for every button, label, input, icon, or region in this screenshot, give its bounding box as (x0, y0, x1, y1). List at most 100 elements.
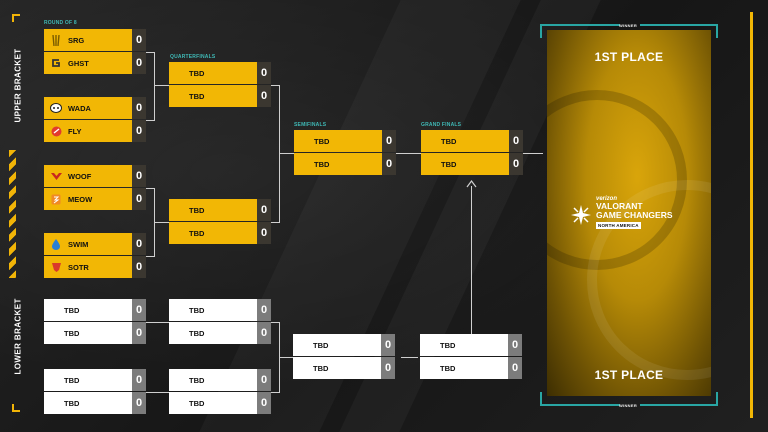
corner-bracket (12, 14, 20, 22)
sponsor-brand: verizon (596, 196, 618, 202)
team-score: 0 (132, 165, 146, 187)
quarterfinals-label: QUARTERFINALS (170, 54, 216, 60)
team-name: WOOF (68, 171, 92, 181)
arrow-up-icon (466, 180, 477, 188)
team-name: TBD (420, 357, 508, 379)
quarterfinal-slot[interactable]: TBD 0 (169, 222, 271, 244)
lower-round2-slot[interactable]: TBD 0 (169, 369, 271, 391)
team-name: TBD (421, 153, 509, 175)
team-score: 0 (132, 392, 146, 414)
teal-bracket (716, 392, 718, 406)
team-name: TBD (169, 299, 257, 321)
team-score: 0 (132, 97, 146, 119)
round-of-8-label: ROUND OF 8 (44, 20, 77, 26)
lower-bracket-label: LOWER BRACKET (13, 298, 23, 375)
winner-tag-top: WINNER (619, 23, 638, 28)
semifinal-slot[interactable]: TBD 0 (294, 130, 396, 152)
swim-logo-icon (50, 238, 62, 250)
team-name: WADA (68, 103, 91, 113)
team-score: 0 (132, 120, 146, 142)
team-score: 0 (132, 256, 146, 278)
event-region: NORTH AMERICA (596, 222, 641, 229)
lower-round1-slot[interactable]: TBD 0 (44, 322, 146, 344)
team-score: 0 (257, 62, 271, 84)
lower-final-slot[interactable]: TBD 0 (420, 334, 522, 356)
event-title-line1: VALORANT (596, 201, 643, 211)
corner-bracket (12, 404, 20, 412)
team-score: 0 (132, 369, 146, 391)
team-name: TBD (169, 392, 257, 414)
lower-round1-slot[interactable]: TBD 0 (44, 369, 146, 391)
team-name: MEOW (68, 194, 93, 204)
grand-final-slot[interactable]: TBD 0 (421, 130, 523, 152)
team-name: GHST (68, 58, 89, 68)
lower-round2-slot[interactable]: TBD 0 (169, 299, 271, 321)
semifinal-slot[interactable]: TBD 0 (294, 153, 396, 175)
wada-logo-icon (50, 102, 62, 114)
team-slot-ghst[interactable]: GHST 0 (44, 52, 146, 74)
grand-final-slot[interactable]: TBD 0 (421, 153, 523, 175)
team-name: TBD (294, 153, 382, 175)
quarterfinal-slot[interactable]: TBD 0 (169, 85, 271, 107)
team-score: 0 (257, 222, 271, 244)
team-name: TBD (169, 322, 257, 344)
quarterfinal-slot[interactable]: TBD 0 (169, 199, 271, 221)
vct-logo-icon (571, 205, 591, 225)
team-score: 0 (132, 188, 146, 210)
team-score: 0 (257, 85, 271, 107)
quarterfinal-slot[interactable]: TBD 0 (169, 62, 271, 84)
lower-round2-slot[interactable]: TBD 0 (169, 322, 271, 344)
winner-panel: 1ST PLACE 1ST PLACE (547, 30, 711, 396)
team-name: TBD (169, 199, 257, 221)
srg-logo-icon (50, 34, 62, 46)
team-slot-wada[interactable]: WADA 0 (44, 97, 146, 119)
teal-bracket (540, 404, 620, 406)
event-title-line2: GAME CHANGERS (596, 210, 673, 220)
team-slot-woof[interactable]: WOOF 0 (44, 165, 146, 187)
lower-final-slot[interactable]: TBD 0 (420, 357, 522, 379)
teal-bracket (540, 392, 542, 406)
team-score: 0 (132, 52, 146, 74)
team-score: 0 (257, 322, 271, 344)
sotr-logo-icon (50, 261, 62, 273)
team-name: TBD (293, 334, 381, 356)
team-name: SWIM (68, 239, 89, 249)
lower-round1-slot[interactable]: TBD 0 (44, 299, 146, 321)
team-name: TBD (420, 334, 508, 356)
team-score: 0 (132, 233, 146, 255)
lower-round2-slot[interactable]: TBD 0 (169, 392, 271, 414)
team-score: 0 (381, 357, 395, 379)
teal-bracket (540, 24, 620, 26)
hazard-stripe (9, 150, 16, 278)
lower-round3-slot[interactable]: TBD 0 (293, 334, 395, 356)
team-name: TBD (44, 322, 132, 344)
woof-logo-icon (50, 170, 62, 182)
team-score: 0 (132, 29, 146, 51)
team-name: TBD (294, 130, 382, 152)
team-name: TBD (169, 369, 257, 391)
team-score: 0 (508, 357, 522, 379)
ghst-logo-icon (50, 57, 62, 69)
grand-finals-label: GRAND FINALS (421, 122, 462, 128)
team-score: 0 (257, 299, 271, 321)
team-slot-srg[interactable]: SRG 0 (44, 29, 146, 51)
team-score: 0 (381, 334, 395, 356)
team-name: TBD (293, 357, 381, 379)
team-score: 0 (382, 153, 396, 175)
lower-round3-slot[interactable]: TBD 0 (293, 357, 395, 379)
semifinals-label: SEMIFINALS (294, 122, 327, 128)
team-slot-sotr[interactable]: SOTR 0 (44, 256, 146, 278)
team-slot-fly[interactable]: FLY 0 (44, 120, 146, 142)
team-name: TBD (421, 130, 509, 152)
lower-round1-slot[interactable]: TBD 0 (44, 392, 146, 414)
team-name: FLY (68, 126, 82, 136)
team-slot-swim[interactable]: SWIM 0 (44, 233, 146, 255)
team-name: TBD (44, 369, 132, 391)
upper-bracket-label: UPPER BRACKET (13, 48, 23, 123)
team-score: 0 (509, 153, 523, 175)
team-score: 0 (257, 392, 271, 414)
team-slot-meow[interactable]: MEOW 0 (44, 188, 146, 210)
team-score: 0 (509, 130, 523, 152)
team-name: SRG (68, 35, 85, 45)
teal-bracket (640, 24, 718, 26)
